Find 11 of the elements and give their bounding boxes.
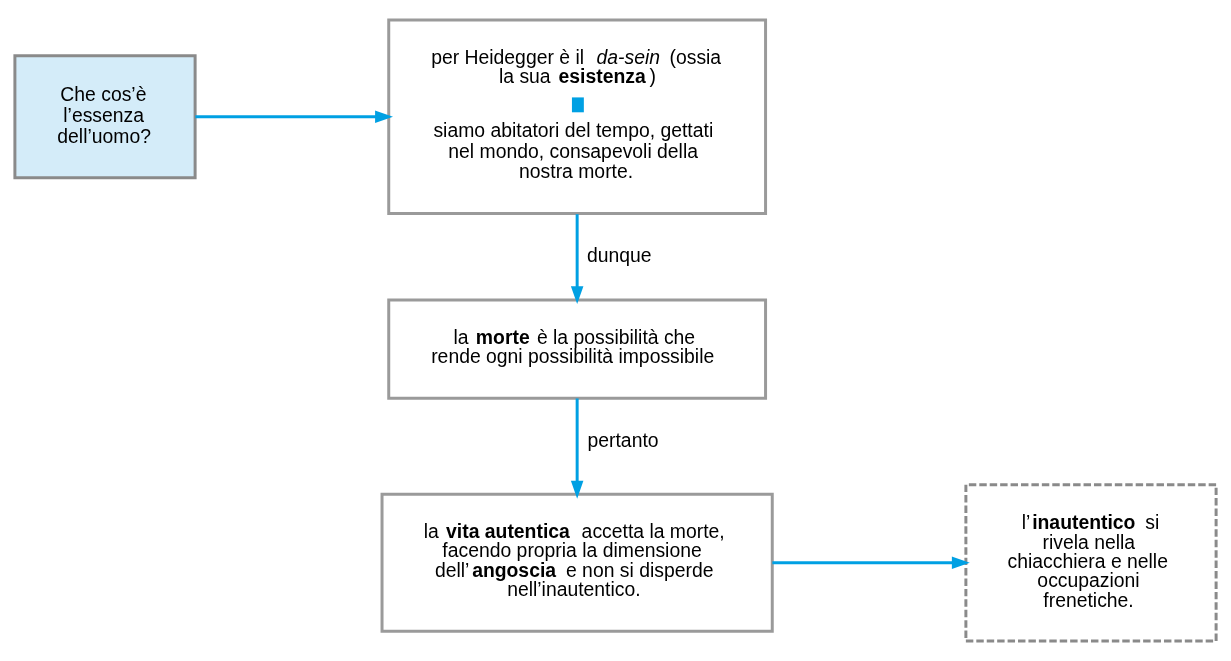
- node-box: per Heidegger è il da-sein (ossia la sua esistenza) siamo abitatori del tempo, gettati nel mondo, consapevoli della nostra morte.: [387, 18, 768, 216]
- edge-label: dunque: [587, 243, 652, 266]
- arrow: [570, 398, 584, 499]
- node-box: la morte è la possibilità che rende ogni possibilità impossibile: [387, 298, 768, 400]
- arrow: [772, 556, 970, 570]
- node-box: la vita autentica accetta la morte, facendo propria la dimensione dell’angoscia e non si disperde nell’inautentico.: [380, 492, 774, 633]
- edge-label: pertanto: [587, 428, 659, 451]
- node-box: Che cos’è l’essenza dell’uomo?: [13, 54, 197, 180]
- node-box: l’inautentico si rivela nella chiacchiera e nelle occupazioni frenetiche.: [964, 483, 1218, 643]
- arrow: [570, 214, 584, 305]
- arrow: [195, 110, 393, 124]
